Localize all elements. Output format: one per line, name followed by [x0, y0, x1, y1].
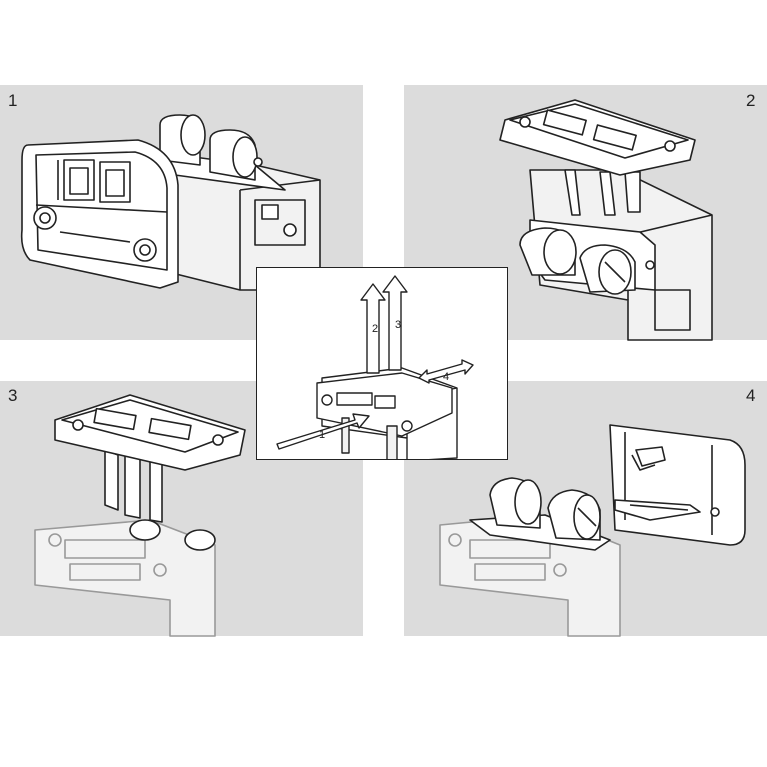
step-2-number: 2: [746, 91, 756, 110]
arrow-3-label: 3: [395, 319, 401, 331]
step-2-drawing: [499, 99, 713, 341]
arrow-1-label: 1: [319, 429, 325, 441]
overview-panel: 1 2 3 4: [256, 267, 508, 460]
overview-drawing: 1 2 3 4: [276, 275, 474, 459]
step-4-number: 4: [746, 386, 756, 405]
step-4-drawing: [439, 424, 746, 637]
arrow-2-label: 2: [372, 323, 378, 335]
step-3-number: 3: [8, 386, 18, 405]
step-3-drawing: [34, 394, 246, 637]
arrow-4-label: 4: [443, 371, 449, 383]
step-1-number: 1: [8, 91, 18, 110]
step-1-drawing: [20, 114, 321, 291]
